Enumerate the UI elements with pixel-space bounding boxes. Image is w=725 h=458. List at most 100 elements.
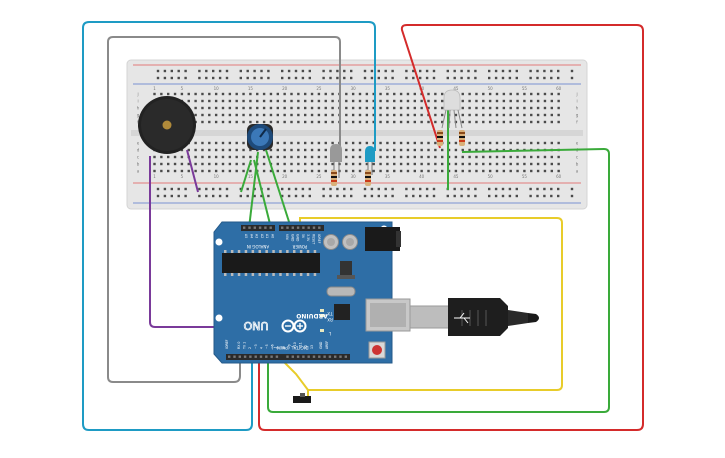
breadboard-hole[interactable] xyxy=(276,169,279,173)
breadboard-hole[interactable] xyxy=(413,162,416,166)
buzzer-icon[interactable] xyxy=(138,96,196,154)
breadboard-hole[interactable] xyxy=(441,162,444,166)
breadboard-hole[interactable] xyxy=(488,106,492,110)
breadboard-hole[interactable] xyxy=(447,141,451,145)
breadboard-hole[interactable] xyxy=(495,92,499,96)
breadboard-hole[interactable] xyxy=(447,155,451,159)
breadboard-hole[interactable] xyxy=(336,69,339,73)
breadboard-hole[interactable] xyxy=(358,120,362,124)
breadboard-hole[interactable] xyxy=(516,106,519,110)
breadboard-hole[interactable] xyxy=(488,169,492,173)
breadboard-hole[interactable] xyxy=(317,120,321,124)
breadboard-hole[interactable] xyxy=(441,155,444,159)
breadboard-hole[interactable] xyxy=(201,106,204,110)
breadboard-hole[interactable] xyxy=(502,113,506,117)
breadboard-hole[interactable] xyxy=(350,76,353,80)
breadboard-hole[interactable] xyxy=(523,106,526,110)
breadboard-hole[interactable] xyxy=(253,76,256,80)
breadboard-hole[interactable] xyxy=(304,99,307,103)
usb-cable-icon[interactable] xyxy=(409,298,539,336)
breadboard-hole[interactable] xyxy=(432,187,436,191)
breadboard-hole[interactable] xyxy=(543,69,546,73)
breadboard-hole[interactable] xyxy=(550,113,553,117)
breadboard-hole[interactable] xyxy=(488,99,492,103)
breadboard-hole[interactable] xyxy=(225,76,229,80)
breadboard-hole[interactable] xyxy=(343,194,346,198)
breadboard-hole[interactable] xyxy=(260,194,263,198)
breadboard-hole[interactable] xyxy=(405,194,408,198)
breadboard-hole[interactable] xyxy=(317,148,321,152)
breadboard-hole[interactable] xyxy=(221,99,225,103)
breadboard-hole[interactable] xyxy=(523,155,526,159)
breadboard-hole[interactable] xyxy=(475,141,478,145)
breadboard-hole[interactable] xyxy=(379,106,382,110)
analog-pin[interactable] xyxy=(258,226,262,229)
breadboard-hole[interactable] xyxy=(276,162,279,166)
breadboard-hole[interactable] xyxy=(281,76,284,80)
breadboard-hole[interactable] xyxy=(441,120,444,124)
breadboard-hole[interactable] xyxy=(242,162,245,166)
breadboard-hole[interactable] xyxy=(384,76,387,80)
breadboard-hole[interactable] xyxy=(370,187,374,191)
breadboard-hole[interactable] xyxy=(228,99,232,103)
breadboard-hole[interactable] xyxy=(201,113,204,117)
breadboard-hole[interactable] xyxy=(543,120,547,124)
breadboard-hole[interactable] xyxy=(536,162,540,166)
breadboard-hole[interactable] xyxy=(379,169,382,173)
breadboard-hole[interactable] xyxy=(530,162,533,166)
breadboard-hole[interactable] xyxy=(331,106,334,110)
digital-pin[interactable] xyxy=(339,355,342,358)
breadboard-hole[interactable] xyxy=(281,187,284,191)
breadboard-hole[interactable] xyxy=(269,106,273,110)
breadboard-hole[interactable] xyxy=(530,113,533,117)
breadboard-hole[interactable] xyxy=(324,155,327,159)
arduino-uno-board[interactable]: ARDUINO UNO DIGITAL (PWM~) ANALOG IN POW… xyxy=(213,221,411,364)
breadboard-hole[interactable] xyxy=(365,92,369,96)
breadboard-hole[interactable] xyxy=(198,76,201,80)
breadboard-hole[interactable] xyxy=(276,141,279,145)
breadboard-hole[interactable] xyxy=(461,169,464,173)
breadboard-hole[interactable] xyxy=(468,148,471,152)
breadboard-hole[interactable] xyxy=(482,162,485,166)
breadboard-hole[interactable] xyxy=(386,169,389,173)
breadboard-hole[interactable] xyxy=(153,162,156,166)
digital-pin[interactable] xyxy=(243,355,247,358)
breadboard-hole[interactable] xyxy=(474,69,477,73)
breadboard-hole[interactable] xyxy=(163,76,167,80)
breadboard-hole[interactable] xyxy=(406,148,410,152)
breadboard-hole[interactable] xyxy=(253,69,256,73)
breadboard-hole[interactable] xyxy=(345,99,348,103)
breadboard-hole[interactable] xyxy=(386,155,389,159)
breadboard-hole[interactable] xyxy=(434,155,437,159)
breadboard-hole[interactable] xyxy=(536,169,540,173)
breadboard-hole[interactable] xyxy=(495,106,499,110)
power-pin[interactable] xyxy=(312,226,316,229)
breadboard-hole[interactable] xyxy=(363,76,367,80)
breadboard-hole[interactable] xyxy=(201,162,204,166)
breadboard-hole[interactable] xyxy=(173,162,177,166)
breadboard-hole[interactable] xyxy=(425,76,429,80)
breadboard-hole[interactable] xyxy=(413,120,416,124)
breadboard-hole[interactable] xyxy=(399,99,403,103)
breadboard-hole[interactable] xyxy=(221,155,225,159)
breadboard-hole[interactable] xyxy=(221,113,225,117)
breadboard-hole[interactable] xyxy=(212,187,215,191)
breadboard-hole[interactable] xyxy=(482,99,485,103)
breadboard-hole[interactable] xyxy=(351,141,355,145)
breadboard-hole[interactable] xyxy=(153,155,156,159)
breadboard-hole[interactable] xyxy=(194,148,197,152)
breadboard-hole[interactable] xyxy=(163,194,167,198)
breadboard-hole[interactable] xyxy=(502,92,506,96)
breadboard-hole[interactable] xyxy=(434,120,437,124)
breadboard-hole[interactable] xyxy=(345,106,348,110)
breadboard-hole[interactable] xyxy=(350,187,353,191)
breadboard-hole[interactable] xyxy=(413,169,416,173)
breadboard-hole[interactable] xyxy=(350,194,353,198)
breadboard-hole[interactable] xyxy=(363,194,367,198)
breadboard-hole[interactable] xyxy=(441,148,444,152)
breadboard-hole[interactable] xyxy=(177,194,180,198)
breadboard-hole[interactable] xyxy=(208,99,211,103)
breadboard-hole[interactable] xyxy=(177,69,180,73)
breadboard-hole[interactable] xyxy=(379,155,382,159)
breadboard-hole[interactable] xyxy=(453,76,456,80)
